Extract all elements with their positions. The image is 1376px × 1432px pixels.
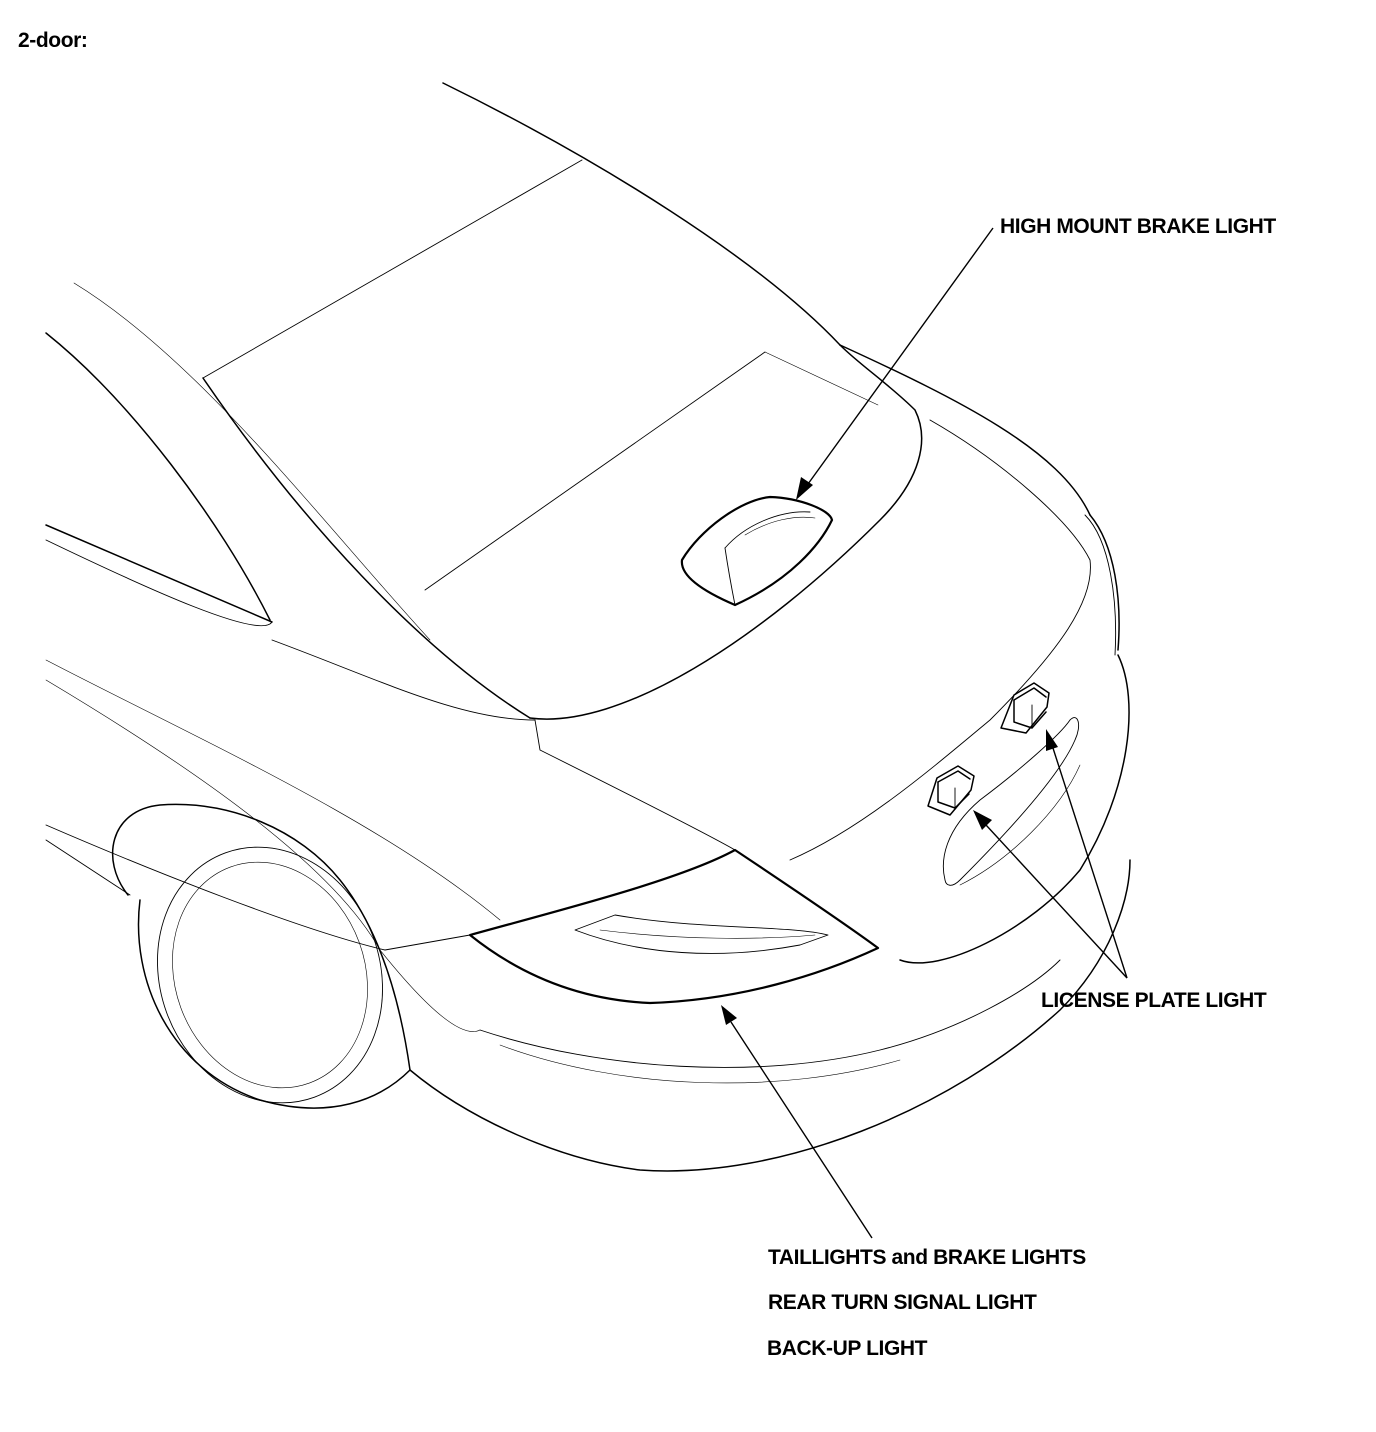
car-body-outline	[45, 82, 1131, 1172]
callout-back-up-light: BACK-UP LIGHT	[767, 1337, 928, 1360]
arrow-license-right	[1046, 729, 1058, 751]
leader-license-left	[985, 824, 1128, 979]
arrow-taillights	[721, 1005, 737, 1025]
leader-lines	[721, 227, 1128, 1239]
taillight-assembly	[468, 848, 880, 1005]
arrow-high-mount	[796, 477, 813, 500]
leader-taillights	[730, 1021, 873, 1239]
high-mount-brake-light-part	[680, 495, 834, 607]
arrow-license-left	[973, 810, 992, 830]
callout-taillights-brake-lights: TAILLIGHTS and BRAKE LIGHTS	[768, 1246, 1086, 1269]
license-plate-light-right	[1000, 682, 1050, 734]
license-plate-light-left	[927, 765, 975, 816]
leader-license-right	[1051, 744, 1128, 979]
leader-high-mount	[807, 227, 994, 485]
callout-license-plate-light: LICENSE PLATE LIGHT	[1041, 989, 1267, 1012]
callout-rear-turn-signal-light: REAR TURN SIGNAL LIGHT	[768, 1291, 1037, 1314]
callout-high-mount-brake-light: HIGH MOUNT BRAKE LIGHT	[1000, 215, 1276, 238]
diagram-heading: 2-door:	[18, 29, 88, 52]
